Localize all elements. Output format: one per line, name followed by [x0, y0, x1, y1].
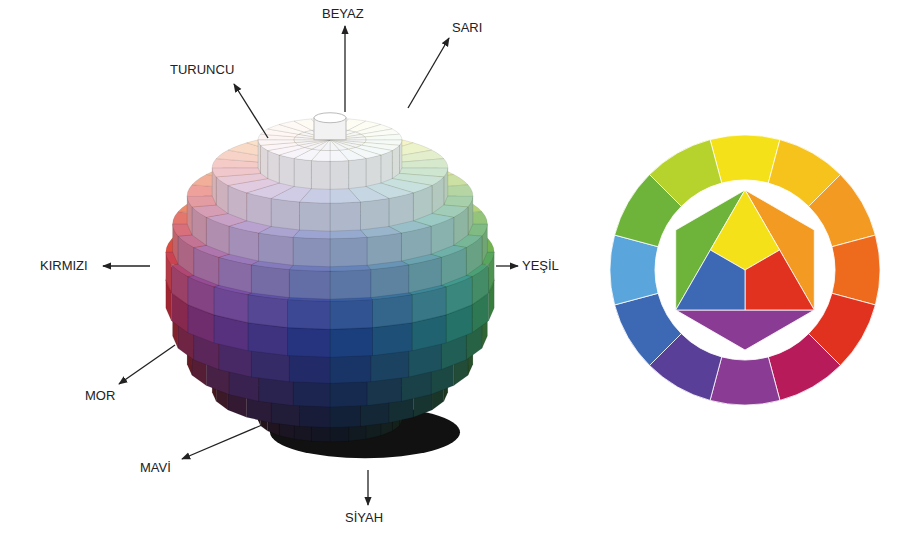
color-wheel [610, 135, 880, 405]
white-cap-top [314, 113, 346, 123]
wheel-segment [710, 357, 780, 405]
sphere-cell [330, 270, 371, 300]
sphere-cell [392, 145, 399, 178]
wheel-segment [809, 175, 876, 247]
color-label: YEŞİL [522, 258, 559, 274]
sphere-cell [330, 328, 372, 358]
sphere-cell [294, 158, 311, 188]
color-label: KIRMIZI [40, 258, 88, 274]
primary-secondary-shape [676, 250, 745, 310]
leader-line [367, 470, 368, 505]
sphere-cell [365, 134, 402, 140]
sphere-layer [173, 177, 488, 299]
sphere-cell [330, 354, 371, 384]
sphere-cell [288, 328, 330, 358]
sphere-cell [330, 300, 372, 330]
primary-secondary-shape [676, 310, 815, 350]
leader-line [103, 265, 150, 266]
sphere-cell [330, 161, 349, 190]
sphere-cell [289, 354, 330, 384]
sphere-cell [360, 198, 388, 230]
leader-lines [103, 26, 518, 505]
sphere-cell [367, 233, 401, 265]
leader-line [408, 38, 449, 108]
color-label: BEYAZ [322, 6, 364, 22]
sphere-cell [288, 300, 330, 330]
sphere-layer [166, 231, 494, 358]
leader-line [496, 265, 518, 266]
sphere-cell [330, 140, 339, 151]
sphere-cell [271, 198, 299, 230]
color-sphere [166, 113, 494, 459]
sphere-layer [258, 118, 402, 189]
wheel-segment [615, 293, 682, 365]
sphere-cell [268, 151, 279, 184]
sphere-cell [372, 323, 412, 356]
sphere-cell [289, 270, 330, 300]
color-label: TURUNCU [170, 62, 234, 78]
sphere-cell [259, 233, 293, 265]
sphere-cell [300, 202, 330, 231]
sphere-cell [330, 202, 360, 231]
leader-line [182, 425, 262, 459]
sphere-cell [381, 151, 392, 184]
wheel-segment [610, 235, 658, 305]
sphere-cell [258, 140, 295, 146]
wheel-segment [832, 235, 880, 305]
sphere-cell [279, 155, 294, 186]
leader-line [119, 345, 175, 384]
color-label: MAVİ [140, 460, 171, 476]
sphere-layer [166, 203, 494, 330]
sphere-cell [371, 265, 409, 298]
color-label: SİYAH [345, 510, 383, 526]
sphere-cell [248, 323, 288, 356]
sphere-cell [251, 265, 289, 298]
color-label: MOR [85, 388, 115, 404]
sphere-cell [349, 158, 366, 188]
sphere-cell [261, 145, 268, 178]
primary-secondary-shape [745, 250, 814, 310]
sphere-layer [212, 132, 448, 231]
color-label: SARI [452, 20, 482, 36]
wheel-segment [710, 135, 780, 183]
wheel-segment [768, 334, 840, 401]
sphere-cell [372, 295, 412, 328]
sphere-cell [330, 140, 348, 150]
sphere-cell [366, 155, 381, 186]
wheel-segment [650, 140, 722, 207]
sphere-cell [330, 150, 349, 161]
sphere-cell [248, 295, 288, 328]
sphere-cell [311, 161, 330, 190]
leader-line [234, 84, 268, 138]
sphere-cell [293, 237, 330, 267]
sphere-layer [187, 153, 473, 267]
leader-line [344, 26, 345, 112]
sphere-cell [330, 237, 367, 267]
